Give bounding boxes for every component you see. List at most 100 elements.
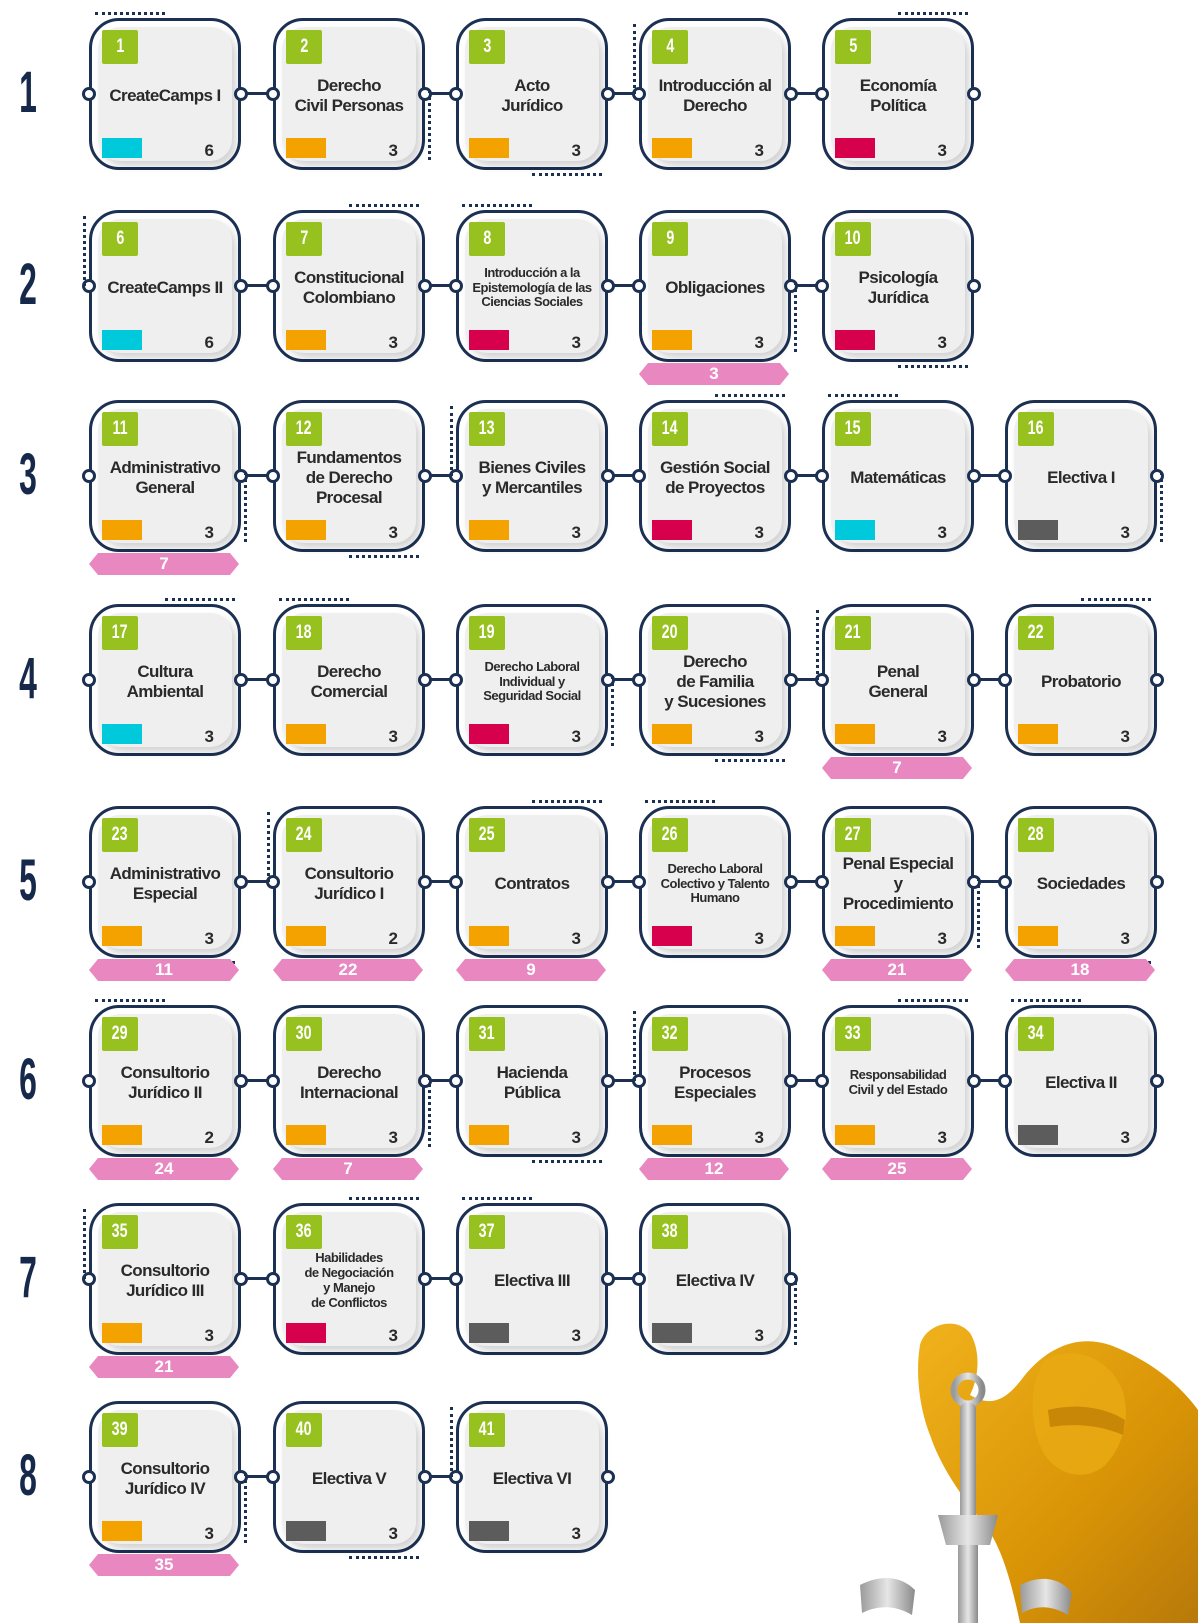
connector-node-left	[266, 1074, 280, 1088]
course-credits: 3	[755, 727, 764, 747]
area-color-bar	[102, 926, 142, 946]
course-credits: 3	[389, 1524, 398, 1544]
course-number-badge: 32	[652, 1017, 688, 1051]
connector-line	[980, 1079, 999, 1082]
area-color-bar	[286, 1521, 326, 1541]
course-title: Probatorio	[1020, 649, 1142, 715]
course-number-badge: 23	[102, 818, 138, 852]
area-color-bar	[652, 330, 692, 350]
area-color-bar	[652, 926, 692, 946]
course-number: 37	[479, 1215, 495, 1249]
connector-node-right	[601, 279, 615, 293]
course-title: Contratos	[471, 851, 593, 917]
lady-justice-statue-image	[820, 1315, 1198, 1623]
course-number-badge: 19	[469, 616, 505, 650]
dotted-border-accent	[794, 282, 797, 352]
course-credits: 3	[389, 1128, 398, 1148]
semester-number: 3	[13, 446, 44, 504]
course-number-badge: 35	[102, 1215, 138, 1249]
course-number: 23	[112, 818, 128, 852]
area-color-bar	[1018, 1125, 1058, 1145]
connector-node-left	[815, 279, 829, 293]
course-title: Introducción a la Epistemología de las C…	[471, 255, 593, 321]
course-number-badge: 39	[102, 1413, 138, 1447]
area-color-bar	[102, 1125, 142, 1145]
dotted-border-accent	[633, 1011, 636, 1081]
dotted-border-accent	[83, 216, 86, 286]
course-title: Cultura Ambiental	[104, 649, 226, 715]
course-title: Derecho Laboral Colectivo y Talento Huma…	[654, 851, 776, 917]
connector-node-left	[449, 279, 463, 293]
semester-number: 4	[13, 650, 44, 708]
connector-line	[431, 1475, 450, 1478]
connector-line	[614, 284, 633, 287]
connector-node-left	[266, 673, 280, 687]
course-number: 20	[662, 616, 678, 650]
connector-line	[980, 474, 999, 477]
dotted-border-accent	[977, 878, 980, 948]
connector-line	[247, 284, 267, 287]
course-title: Consultorio Jurídico IV	[104, 1446, 226, 1512]
course-title: Matemáticas	[837, 445, 959, 511]
connector-node-left	[82, 875, 96, 889]
dotted-border-accent	[532, 1160, 602, 1163]
connector-node-right	[234, 279, 248, 293]
connector-node-right	[234, 1074, 248, 1088]
course-number-badge: 12	[286, 412, 322, 446]
connector-line	[614, 92, 633, 95]
semester-number: 6	[13, 1051, 44, 1109]
course-number-badge: 9	[652, 222, 688, 256]
area-color-bar	[469, 1323, 509, 1343]
course-title: Electiva IV	[654, 1248, 776, 1314]
course-title: Electiva III	[471, 1248, 593, 1314]
course-number: 16	[1028, 412, 1044, 446]
area-color-bar	[286, 724, 326, 744]
connector-line	[247, 1079, 267, 1082]
area-color-bar	[286, 330, 326, 350]
area-color-bar	[469, 724, 509, 744]
area-color-bar	[102, 1323, 142, 1343]
prerequisite-tag: 7	[273, 1158, 423, 1180]
